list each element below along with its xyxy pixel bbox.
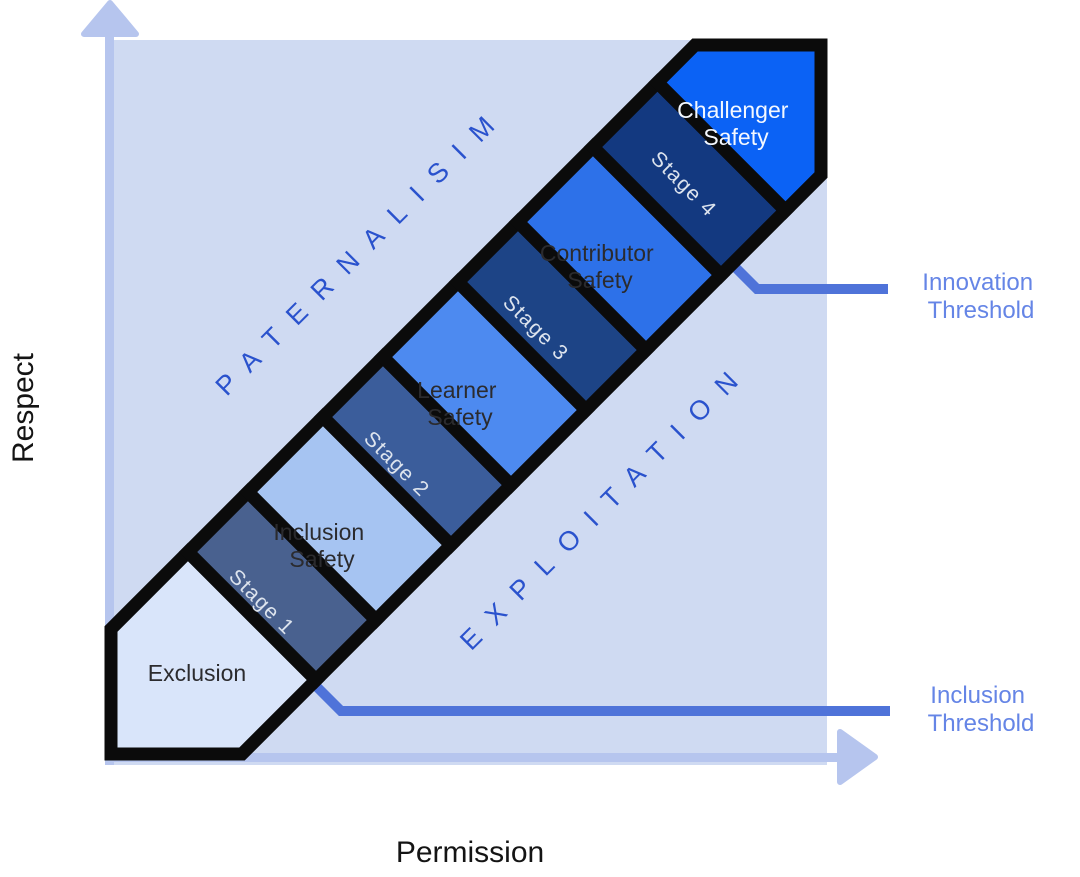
inclusion-threshold-label: Inclusion Threshold	[928, 682, 1035, 737]
innovation-threshold-label: Innovation Threshold	[922, 269, 1039, 324]
x-axis-arrowhead-icon	[837, 729, 878, 785]
challenger-safety-label: Challenger Safety	[677, 97, 795, 150]
exclusion-label: Exclusion	[148, 660, 246, 686]
innovation-threshold-label-line2: Threshold	[928, 297, 1035, 324]
inclusion-safety-label-line1: Inclusion	[273, 519, 364, 545]
inclusion-safety-label-line2: Safety	[289, 546, 355, 572]
challenger-safety-label-line1: Challenger	[677, 97, 789, 123]
inclusion-threshold-label-line2: Threshold	[928, 710, 1035, 737]
learner-safety-label-line1: Learner	[417, 377, 497, 403]
y-axis-label: Respect	[7, 352, 40, 463]
inclusion-safety-label: Inclusion Safety	[273, 519, 370, 572]
learner-safety-label: Learner Safety	[417, 377, 503, 430]
challenger-safety-label-line2: Safety	[703, 124, 769, 150]
innovation-threshold-line	[729, 261, 888, 294]
inclusion-threshold-label-line1: Inclusion	[930, 682, 1025, 709]
stages-band	[104, 38, 828, 761]
innovation-threshold-label-line1: Innovation	[922, 269, 1033, 296]
x-axis-line	[110, 753, 841, 762]
challenger-safety-segment	[648, 38, 828, 220]
inclusion-threshold-line	[313, 683, 890, 716]
contributor-safety-label: Contributor Safety	[540, 240, 660, 293]
y-axis-arrowhead-icon	[81, 0, 139, 37]
x-axis-label: Permission	[396, 836, 544, 869]
contributor-safety-label-line1: Contributor	[540, 240, 654, 266]
learner-safety-label-line2: Safety	[427, 404, 493, 430]
y-axis-line	[105, 26, 114, 765]
contributor-safety-label-line2: Safety	[567, 267, 633, 293]
